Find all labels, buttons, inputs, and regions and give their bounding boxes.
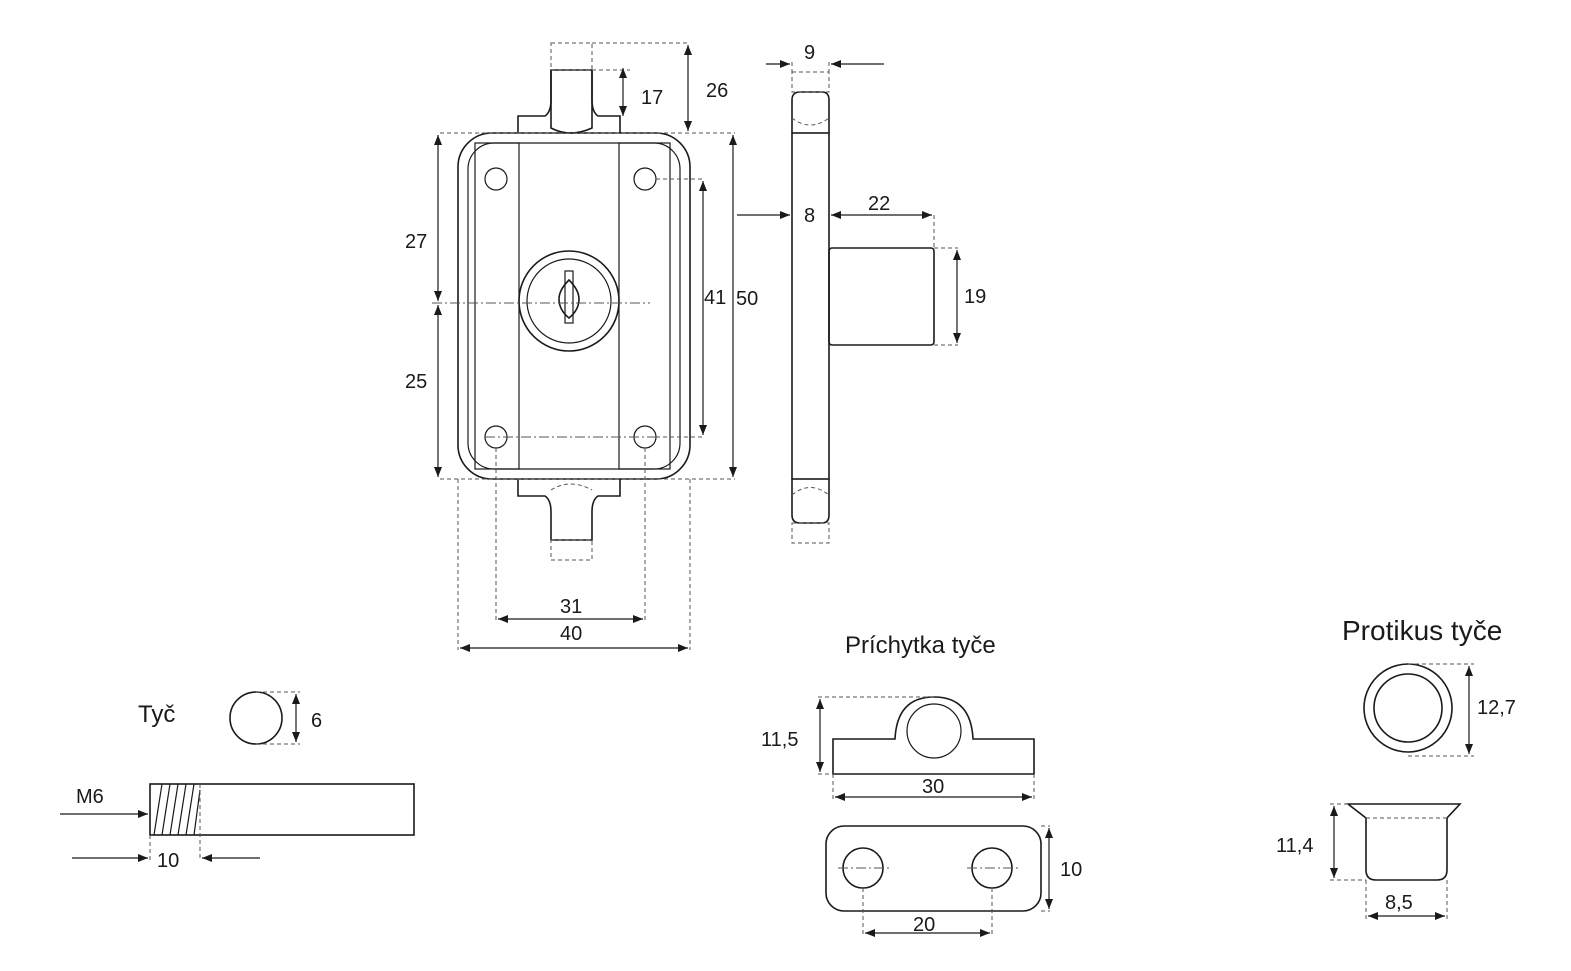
dim-hole-spacing-v: 41 bbox=[704, 287, 726, 309]
bar-body bbox=[149, 783, 415, 836]
dim-hole-spacing-h: 31 bbox=[560, 596, 582, 618]
dim-clip-length: 30 bbox=[922, 776, 944, 798]
counterpart-ring-inner bbox=[1373, 673, 1443, 743]
side-body bbox=[791, 132, 830, 480]
counterpart-title: Protikus tyče bbox=[1342, 615, 1502, 646]
bar-thread-label: M6 bbox=[76, 786, 104, 808]
lock-top-bolt bbox=[517, 42, 621, 134]
lock-body-inner bbox=[467, 142, 681, 470]
clip-title: Príchytka tyče bbox=[845, 632, 996, 659]
bar-view: Tyč 6 M6 10 bbox=[60, 691, 415, 872]
dim-lower-half: 25 bbox=[405, 371, 427, 393]
keyhole-cylinder-icon bbox=[518, 250, 620, 352]
lock-front-view: 17 26 27 25 41 50 31 40 bbox=[405, 42, 758, 652]
dim-lock-width: 40 bbox=[560, 623, 582, 645]
clip-view: Príchytka tyče 11,5 30 10 20 bbox=[761, 632, 1082, 937]
dim-counterpart-inner: 8,5 bbox=[1385, 892, 1413, 914]
dim-lock-height: 50 bbox=[736, 288, 758, 310]
lock-left-plate bbox=[474, 142, 520, 470]
dim-clip-hole-spacing: 20 bbox=[913, 914, 935, 936]
dim-bar-diameter: 6 bbox=[311, 710, 322, 732]
dim-counterpart-height: 11,4 bbox=[1276, 835, 1313, 857]
dim-top-total: 26 bbox=[706, 80, 728, 102]
side-bolt bbox=[828, 247, 935, 346]
dim-clip-width: 10 bbox=[1060, 859, 1082, 881]
counterpart-ring-outer bbox=[1363, 663, 1453, 753]
bar-cross-section bbox=[229, 691, 283, 745]
clip-top bbox=[825, 825, 1042, 912]
dim-side-bolt-width: 9 bbox=[804, 42, 815, 64]
dim-counterpart-diameter: 12,7 bbox=[1477, 697, 1516, 719]
dim-top-bolt-height: 17 bbox=[641, 87, 663, 109]
counterpart-side bbox=[1345, 803, 1462, 881]
lock-right-plate bbox=[618, 142, 671, 470]
dim-side-thickness: 8 bbox=[804, 205, 815, 227]
bar-thread bbox=[153, 783, 201, 836]
dim-bar-thread-length: 10 bbox=[157, 850, 179, 872]
lock-bottom-bolt bbox=[517, 479, 621, 561]
dim-side-bolt-projection: 22 bbox=[868, 193, 890, 215]
counterpart-view: Protikus tyče 12,7 11,4 8,5 bbox=[1276, 615, 1516, 920]
lock-side-view: 9 8 22 19 bbox=[737, 42, 986, 544]
clip-rod-hole bbox=[906, 703, 962, 759]
lock-hole-top-left bbox=[484, 167, 508, 191]
clip-front bbox=[832, 696, 1035, 775]
dim-clip-height: 11,5 bbox=[761, 729, 798, 751]
dim-upper-half: 27 bbox=[405, 231, 427, 253]
lock-hole-top-right bbox=[633, 167, 657, 191]
dim-side-bolt-height: 19 bbox=[964, 286, 986, 308]
bar-title: Tyč bbox=[138, 701, 175, 728]
